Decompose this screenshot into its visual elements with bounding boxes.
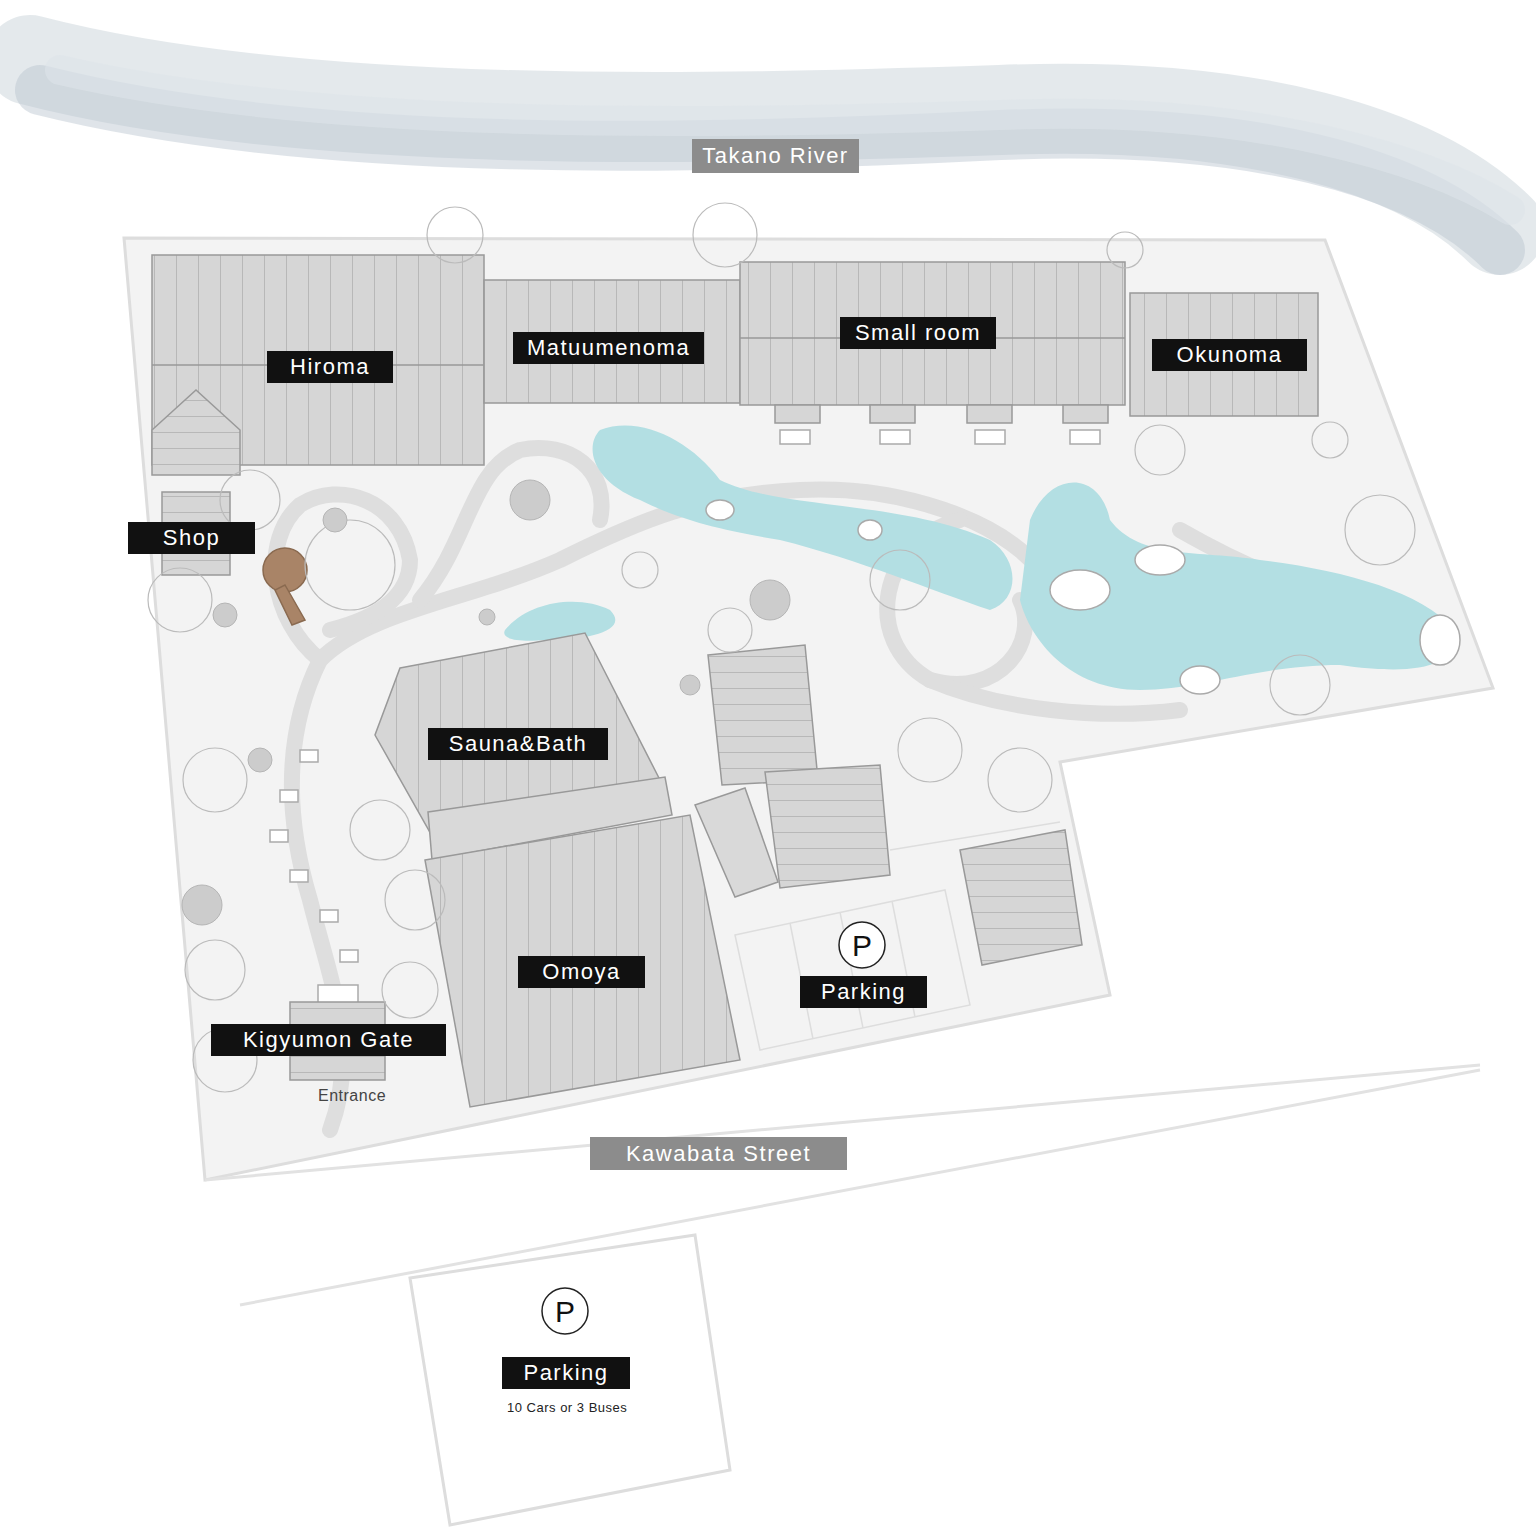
parking-symbol (542, 1288, 588, 1334)
street-edge (205, 1065, 1480, 1180)
label-text: Shop (163, 525, 220, 551)
label-text: Hiroma (290, 354, 370, 380)
label-text: Omoya (542, 959, 620, 985)
label-text: Kawabata Street (626, 1141, 811, 1167)
label-text: Small room (855, 320, 981, 346)
parking-stalls (735, 822, 1060, 1050)
label-text: Okunoma (1177, 342, 1283, 368)
gate-label: Kigyumon Gate (211, 1024, 446, 1056)
building-label: Omoya (518, 956, 645, 988)
building-label: Small room (840, 317, 996, 349)
building-label: Shop (128, 522, 255, 554)
river-label: Takano River (692, 139, 859, 173)
street-label: Kawabata Street (590, 1137, 847, 1170)
label-text: Takano River (702, 143, 848, 169)
label-text: Kigyumon Gate (243, 1027, 414, 1053)
building-label: Sauna&Bath (428, 728, 608, 760)
capacity-note: 10 Cars or 3 Buses (507, 1400, 627, 1415)
label-text: Sauna&Bath (449, 731, 588, 757)
buildings (152, 255, 1318, 1107)
trees (148, 203, 1415, 1092)
parking-symbol-letter: P (555, 1295, 576, 1329)
parking-symbol (839, 922, 885, 968)
entrance-label: Entrance (318, 1087, 386, 1105)
parking-symbol-letter: P (852, 929, 873, 963)
pond (504, 426, 1455, 690)
label-text: Parking (821, 979, 906, 1005)
parking-label: Parking (502, 1357, 630, 1389)
river (30, 60, 1510, 250)
shrubs (182, 480, 790, 925)
building-label: Hiroma (267, 351, 393, 383)
building-label: Matuumenoma (513, 332, 704, 364)
site-boundary (124, 238, 1493, 1180)
label-text: Matuumenoma (527, 335, 690, 361)
label-text: Parking (523, 1360, 608, 1386)
street-edge (240, 1070, 1480, 1305)
parking-label: Parking (800, 976, 927, 1008)
building-label: Okunoma (1152, 339, 1307, 371)
parking-lot (410, 1235, 730, 1525)
